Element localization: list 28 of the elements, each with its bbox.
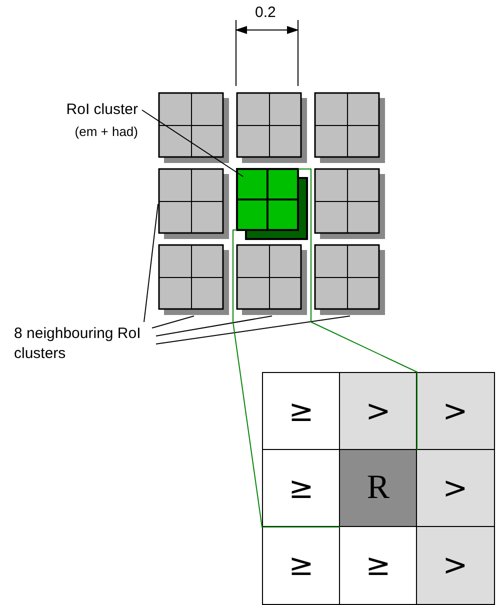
neighbour-cluster-drawing (158, 168, 230, 240)
callout-label: 8 neighbouring RoI clusters (14, 324, 142, 364)
leader-line (152, 316, 194, 328)
comparison-cell: > (416, 372, 494, 450)
leader-line (156, 316, 350, 344)
neighbour-cluster-drawing (236, 92, 308, 164)
comparison-cell: ≥ (262, 449, 340, 528)
comparison-cell: > (339, 372, 418, 450)
neighbour-cluster-drawing (158, 92, 230, 164)
leader-line (156, 316, 272, 336)
neighbour-cluster-drawing (158, 244, 230, 316)
comparison-cell: ≥ (262, 372, 340, 450)
callout-subtext: (em + had) (74, 123, 138, 141)
neighbour-cluster-drawing (314, 244, 386, 316)
comparison-cell: ≥ (339, 526, 418, 604)
comparison-cell: > (416, 449, 494, 528)
roi-cluster-drawing (236, 168, 308, 240)
center-cell: R (339, 449, 418, 528)
neighbour-cluster-drawing (314, 168, 386, 240)
neighbour-cluster-drawing (314, 92, 386, 164)
neighbour-cluster-drawing (236, 244, 308, 316)
dimension-label: 0.2 (255, 4, 276, 21)
projection-line (298, 168, 418, 450)
callout-label: RoI cluster (65, 100, 138, 120)
comparison-cell: > (416, 526, 494, 604)
comparison-cell: ≥ (262, 526, 340, 604)
leader-line (142, 110, 244, 178)
projection-line (232, 230, 340, 528)
